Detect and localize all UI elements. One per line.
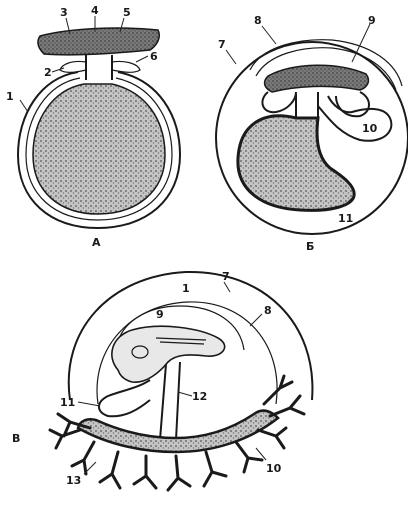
panel-b-allantois [318, 96, 391, 141]
panel-b-yolk-stalk [296, 92, 318, 120]
panel-a-label-4: 4 [91, 4, 99, 17]
panel-c-label-10: 10 [266, 462, 282, 475]
panel-a-stalk [86, 55, 112, 80]
panel-b-label-9: 9 [368, 14, 376, 27]
panel-a-label-1: 1 [6, 90, 14, 103]
panel-a-embryonic-disc [38, 28, 159, 55]
panel-c-leader-12 [178, 392, 192, 396]
panel-b-leader-7 [226, 50, 236, 64]
panel-a-label-3: 3 [60, 6, 68, 19]
panel-a-label-5: 5 [123, 6, 131, 19]
panel-c-label-12: 12 [192, 390, 207, 403]
panel-c-allantois [99, 380, 150, 416]
panel-c-label-13: 13 [66, 474, 81, 487]
panel-b-label-7: 7 [218, 38, 226, 51]
panel-c-embryo [112, 326, 225, 382]
panel-a-yolk-sac [33, 84, 165, 214]
panel-c-label-7: 7 [222, 270, 230, 283]
panel-b-fold-left [262, 92, 296, 112]
panel-b-letter: Б [306, 240, 314, 253]
panel-c-leader-11 [78, 402, 100, 406]
panel-a-fold-right [112, 61, 140, 72]
panel-a-label-6: 6 [150, 50, 158, 63]
panel-c-label-11: 11 [60, 396, 75, 409]
panel-b [216, 24, 408, 234]
panel-c-leader-7 [224, 282, 230, 292]
panel-a-letter: А [92, 236, 101, 249]
panel-b-leader-8 [262, 26, 276, 44]
panel-a-leader-6 [136, 56, 148, 62]
panel-c-label-1: 1 [182, 282, 190, 295]
panel-b-yolk-sac [238, 116, 354, 211]
panel-b-label-10: 10 [362, 122, 378, 135]
panel-a-leader-1 [20, 100, 28, 112]
panel-b-label-8: 8 [254, 14, 262, 27]
panel-a-fold-left [60, 61, 86, 72]
panel-c-label-8: 8 [264, 304, 272, 317]
panel-c [50, 272, 312, 490]
panel-c-label-9: 9 [156, 308, 164, 321]
panel-b-embryo [265, 65, 369, 92]
panel-c-letter: В [12, 432, 20, 445]
panel-c-stalk [160, 362, 180, 440]
panel-a-label-2: 2 [44, 66, 52, 79]
panel-b-label-11: 11 [338, 212, 353, 225]
panel-c-leader-8 [250, 314, 262, 326]
panel-a [18, 16, 180, 228]
